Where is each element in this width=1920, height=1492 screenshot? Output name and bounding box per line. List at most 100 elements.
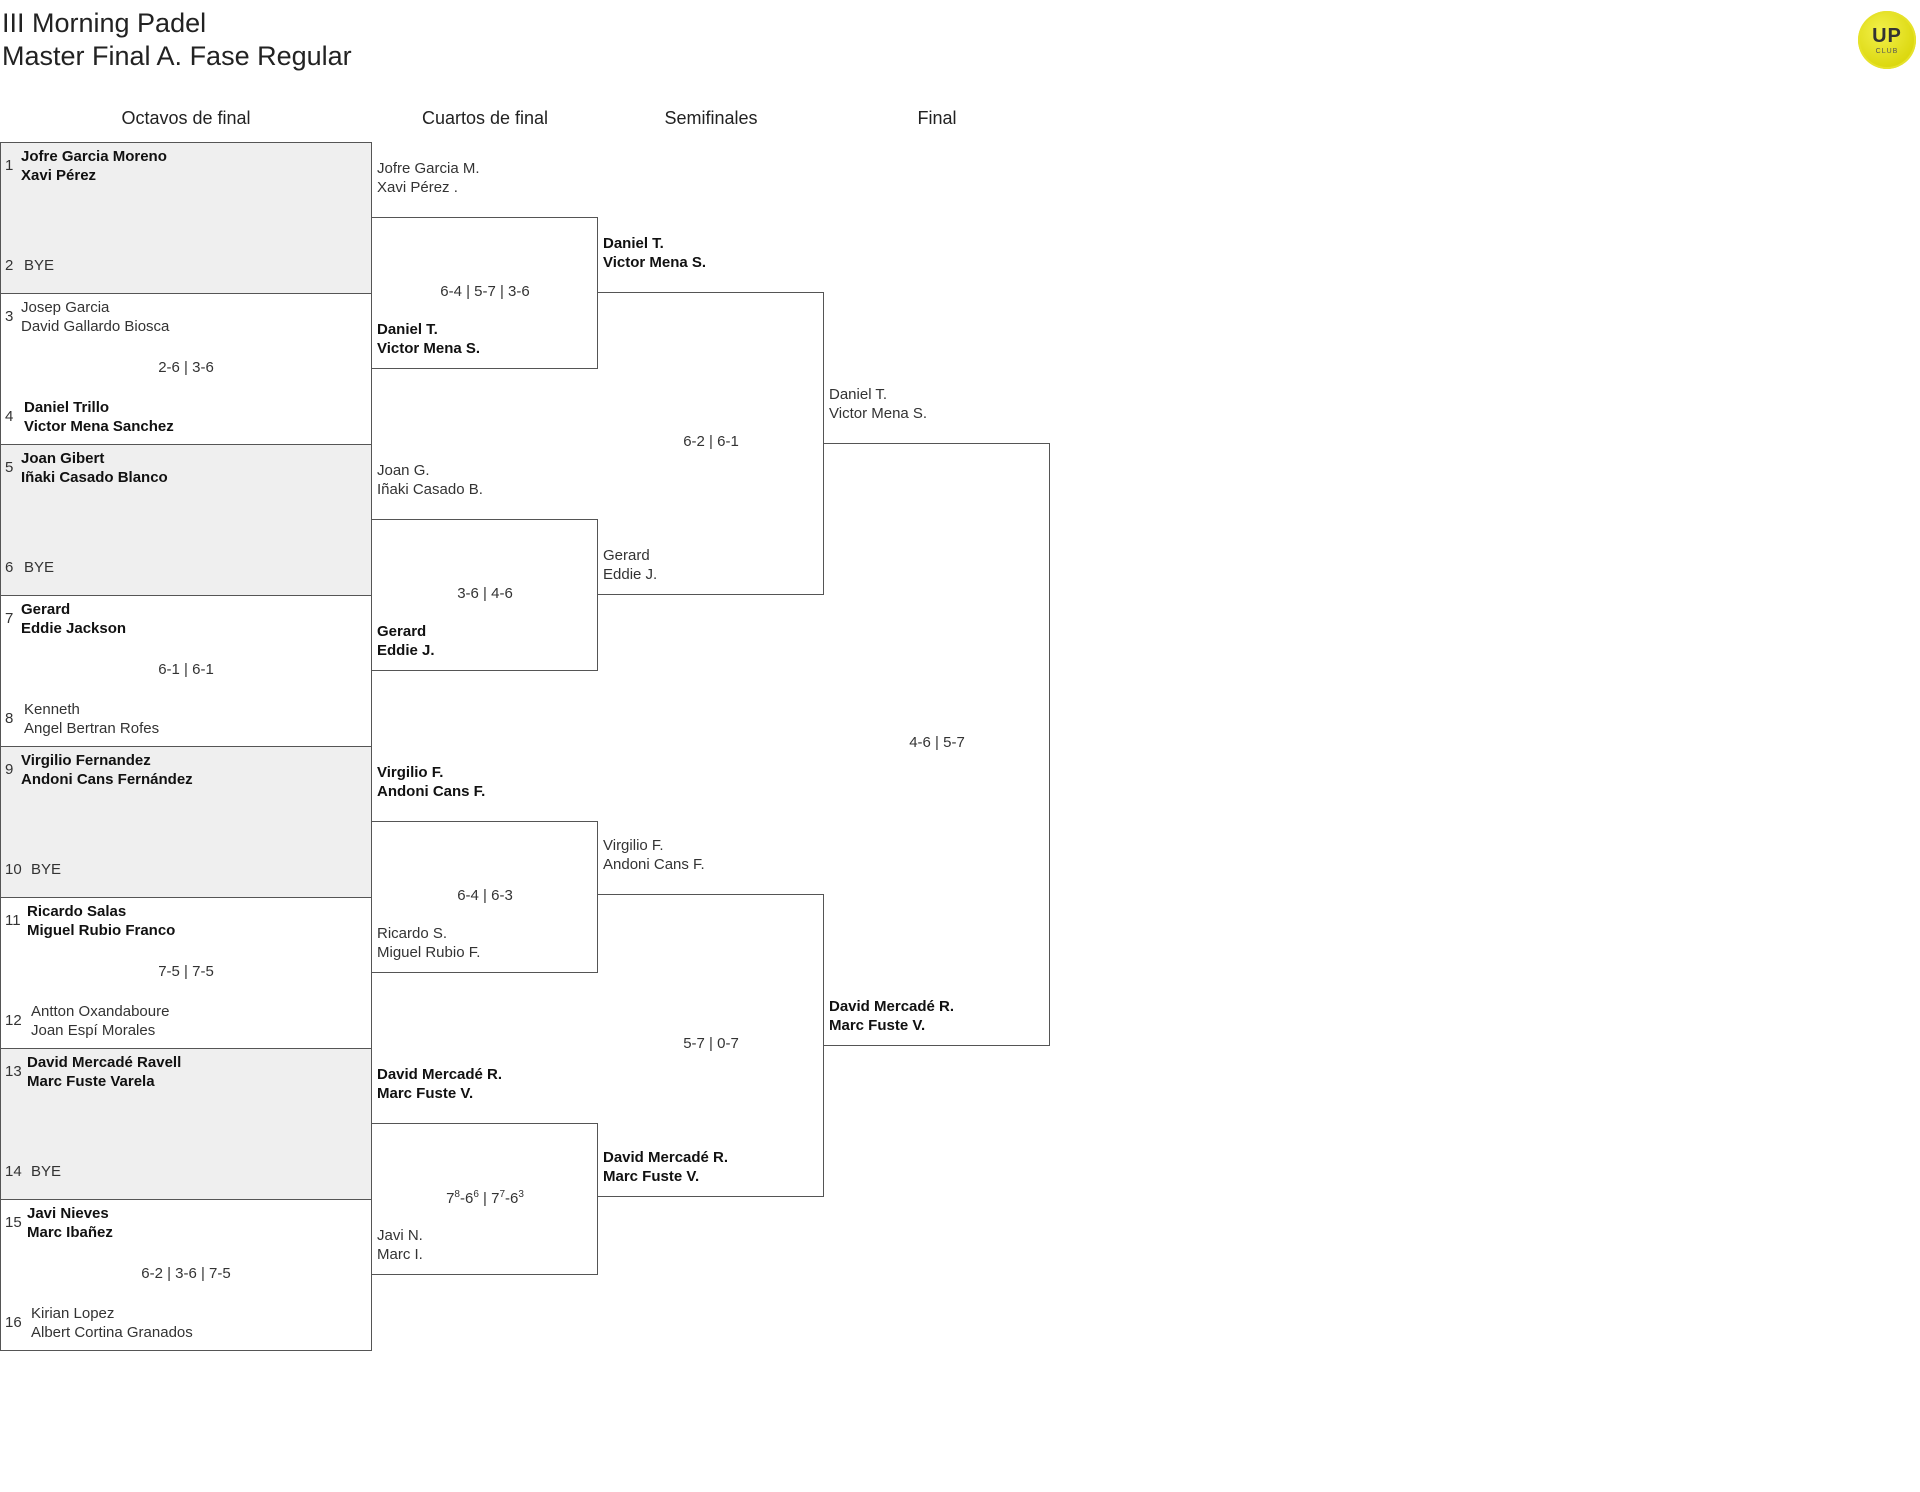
match-score: 6-2 | 3-6 | 7-5 xyxy=(141,1265,231,1282)
logo-text: UP xyxy=(1872,25,1902,47)
seed-number: 9 xyxy=(5,761,14,778)
qf-team: Daniel T.Victor Mena S. xyxy=(377,320,480,358)
player-name: Ricardo S. xyxy=(377,925,448,942)
player-name: Marc Fuste V. xyxy=(377,1085,474,1102)
seed-number: 10 xyxy=(5,861,22,878)
match-score: 3-6 | 4-6 xyxy=(457,584,513,602)
player-name: Marc Fuste Varela xyxy=(27,1073,155,1090)
player-name: Virgilio F. xyxy=(603,837,664,854)
match-score: 7-5 | 7-5 xyxy=(158,963,214,980)
round-header-final: Final xyxy=(917,108,957,128)
tiebreak-score: 3 xyxy=(518,1188,524,1200)
player-name: Xavi Pérez . xyxy=(377,179,458,196)
bye-label: BYE xyxy=(24,257,55,274)
seed-number: 6 xyxy=(5,559,14,576)
bye-label: BYE xyxy=(31,861,62,878)
page-title: III Morning Padel xyxy=(2,8,207,38)
player-name: Daniel T. xyxy=(377,321,438,338)
player-name: Victor Mena Sanchez xyxy=(24,418,174,435)
player-name: Javi Nieves xyxy=(27,1205,109,1222)
match-score: 78-66 | 77-63 xyxy=(372,1189,598,1207)
player-name: Jofre Garcia M. xyxy=(377,160,480,177)
seed-number: 13 xyxy=(5,1063,22,1080)
qf-team: Virgilio F.Andoni Cans F. xyxy=(377,763,485,801)
match-score: 6-4 | 5-7 | 3-6 xyxy=(440,282,530,300)
bye-label: BYE xyxy=(24,559,55,576)
match-score: 6-2 | 6-1 xyxy=(683,433,739,450)
player-name: Gerard xyxy=(21,601,71,618)
player-name: David Gallardo Biosca xyxy=(21,318,170,335)
match-score: 6-4 | 6-3 xyxy=(457,886,513,904)
qf-team: Ricardo S. Miguel Rubio F. xyxy=(377,924,480,962)
round-header-r16: Octavos de final xyxy=(121,108,251,128)
player-name: Kirian Lopez xyxy=(31,1305,115,1322)
player-name: Victor Mena S. xyxy=(829,405,928,422)
seed-number: 2 xyxy=(5,257,14,274)
player-name: Josep Garcia xyxy=(21,299,110,316)
sf-team: Daniel T. Victor Mena S. xyxy=(603,234,706,272)
qf-team: Joan G.Iñaki Casado B. xyxy=(377,461,483,499)
player-name: Iñaki Casado B. xyxy=(377,481,483,498)
player-name: Ricardo Salas xyxy=(27,903,127,920)
player-name: Angel Bertran Rofes xyxy=(24,720,160,737)
player-name: Marc Fuste V. xyxy=(603,1168,700,1185)
player-name: Daniel T. xyxy=(603,235,664,252)
player-name: Albert Cortina Granados xyxy=(31,1324,193,1341)
player-name: Daniel T. xyxy=(829,386,888,403)
qf-team: David Mercadé R. Marc Fuste V. xyxy=(377,1065,502,1103)
logo-subtext: CLUB xyxy=(1875,48,1899,55)
seed-number: 14 xyxy=(5,1163,22,1180)
player-name: Xavi Pérez xyxy=(21,167,97,184)
player-name: Daniel Trillo xyxy=(24,399,110,416)
player-name: Gerard xyxy=(377,623,427,640)
club-logo: UP CLUB xyxy=(1858,11,1916,69)
set-score: 7 xyxy=(446,1189,455,1207)
qf-bracket xyxy=(372,1123,598,1275)
match-score: 5-7 | 0-7 xyxy=(683,1035,739,1052)
player-name: Andoni Cans Fernández xyxy=(21,771,193,788)
tiebreak-score: 7 xyxy=(499,1188,506,1200)
player-name: Gerard xyxy=(603,547,650,564)
player-name: Andoni Cans F. xyxy=(377,783,486,800)
player-name: David Mercadé R. xyxy=(603,1149,729,1166)
player-name: Antton Oxandaboure xyxy=(31,1003,170,1020)
player-name: Joan Espí Morales xyxy=(31,1022,156,1039)
seed-number: 4 xyxy=(5,408,14,425)
player-name: David Mercadé R. xyxy=(829,998,955,1015)
player-name: Eddie J. xyxy=(377,642,435,659)
qf-bracket xyxy=(372,821,598,973)
set-score: -6 xyxy=(459,1189,474,1207)
player-name: Iñaki Casado Blanco xyxy=(21,469,168,486)
player-name: Joan Gibert xyxy=(21,450,105,467)
seed-number: 15 xyxy=(5,1214,22,1231)
player-name: Marc I. xyxy=(377,1246,423,1263)
player-name: Victor Mena S. xyxy=(603,254,707,271)
qf-team: Jofre Garcia M. Xavi Pérez . xyxy=(377,159,480,197)
seed-number: 16 xyxy=(5,1314,22,1331)
page-subtitle: Master Final A. Fase Regular xyxy=(2,41,352,71)
player-name: David Mercadé R. xyxy=(377,1066,503,1083)
match-score: 2-6 | 3-6 xyxy=(158,359,214,376)
r16-match xyxy=(0,1048,372,1200)
tiebreak-score: 6 xyxy=(473,1188,479,1200)
player-name: Javi N. xyxy=(377,1227,423,1244)
sf-bracket xyxy=(598,894,824,1197)
tiebreak-score: 8 xyxy=(454,1188,460,1200)
final-bracket xyxy=(824,443,1050,1046)
seed-number: 11 xyxy=(5,912,21,929)
qf-bracket xyxy=(372,519,598,671)
match-score: 6-1 | 6-1 xyxy=(158,661,214,678)
seed-number: 1 xyxy=(5,157,14,174)
player-name: Miguel Rubio F. xyxy=(377,944,481,961)
r16-match xyxy=(0,142,372,294)
